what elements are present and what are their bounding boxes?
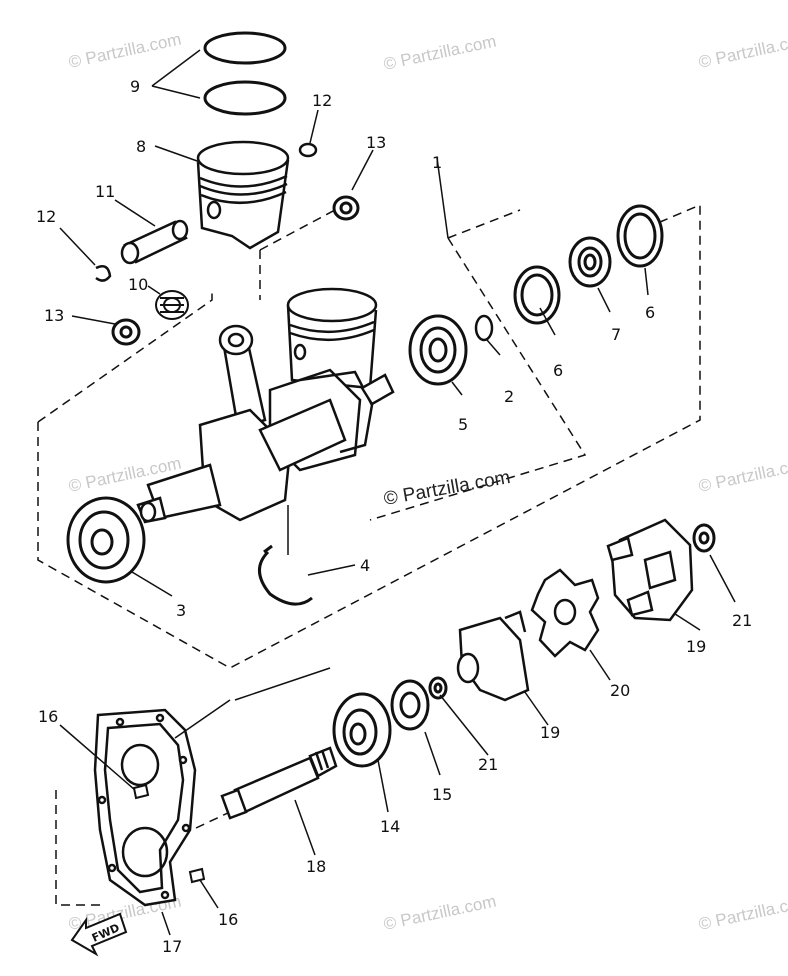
- callout-5: 5: [458, 415, 468, 434]
- callout-19: 19: [540, 723, 560, 742]
- callout-21: 21: [732, 611, 752, 630]
- dowel-pin: [188, 867, 206, 884]
- callout-13: 13: [44, 306, 64, 325]
- assembly-boundary-lines: [37, 203, 701, 906]
- coupler-housing: [606, 518, 694, 622]
- callout-20: 20: [610, 681, 630, 700]
- gasket-plate: [93, 708, 197, 907]
- callout-15: 15: [432, 785, 452, 804]
- callout-12: 12: [36, 207, 56, 226]
- callout-6: 6: [553, 361, 563, 380]
- callout-16: 16: [38, 707, 58, 726]
- crankshaft-assembly: [136, 287, 395, 524]
- needle-bearing: [155, 290, 189, 320]
- callout-12: 12: [312, 91, 332, 110]
- o-ring: [474, 314, 494, 342]
- callout-19: 19: [686, 637, 706, 656]
- ball-bearing: [390, 679, 430, 731]
- drive-shaft: [220, 746, 338, 820]
- faint-watermark: © Partzilla.com: [67, 30, 183, 72]
- callout-11: 11: [95, 182, 115, 201]
- callout-14: 14: [380, 817, 400, 836]
- faint-watermark: © Partzilla.com: [697, 454, 788, 496]
- callout-labels: 1 2 3 4 5 6 6 7 8 9 10 11 12 12 13 13 14…: [36, 77, 752, 956]
- callout-10: 10: [128, 275, 148, 294]
- callout-13: 13: [366, 133, 386, 152]
- callout-4: 4: [360, 556, 370, 575]
- ball-bearing: [408, 314, 468, 386]
- piston: [196, 140, 290, 250]
- watermark: © Partzilla.com: [382, 467, 512, 510]
- ball-bearing: [66, 496, 146, 584]
- rubber-damper: [530, 568, 600, 658]
- callout-17: 17: [162, 937, 182, 956]
- oil-seal: [616, 204, 664, 268]
- thrust-washer: [428, 676, 448, 700]
- callout-8: 8: [136, 137, 146, 156]
- callout-3: 3: [176, 601, 186, 620]
- ball-bearing: [568, 236, 612, 288]
- callout-18: 18: [306, 857, 326, 876]
- ball-bearing: [332, 692, 392, 768]
- snap-ring: [258, 544, 313, 606]
- piston-rings: [203, 31, 287, 116]
- faint-watermark: © Partzilla.com: [697, 892, 788, 934]
- callout-16: 16: [218, 910, 238, 929]
- callout-9: 9: [130, 77, 140, 96]
- faint-watermark: © Partzilla.com: [382, 892, 498, 934]
- piston-pin: [120, 219, 189, 265]
- dowel-pin: [132, 783, 150, 800]
- piston-pin-clip: [298, 142, 318, 158]
- faint-watermark: © Partzilla.com: [697, 30, 788, 72]
- callout-7: 7: [611, 325, 621, 344]
- thrust-washer: [692, 523, 716, 553]
- piston-pin-clip: [95, 265, 112, 282]
- callout-2: 2: [504, 387, 514, 406]
- thrust-washer: [332, 195, 360, 221]
- faint-watermark: © Partzilla.com: [382, 32, 498, 74]
- oil-seal: [513, 265, 561, 325]
- callout-6: 6: [645, 303, 655, 322]
- callout-1: 1: [432, 153, 442, 172]
- coupler-housing: [456, 610, 530, 702]
- callout-21: 21: [478, 755, 498, 774]
- thrust-washer: [111, 318, 141, 346]
